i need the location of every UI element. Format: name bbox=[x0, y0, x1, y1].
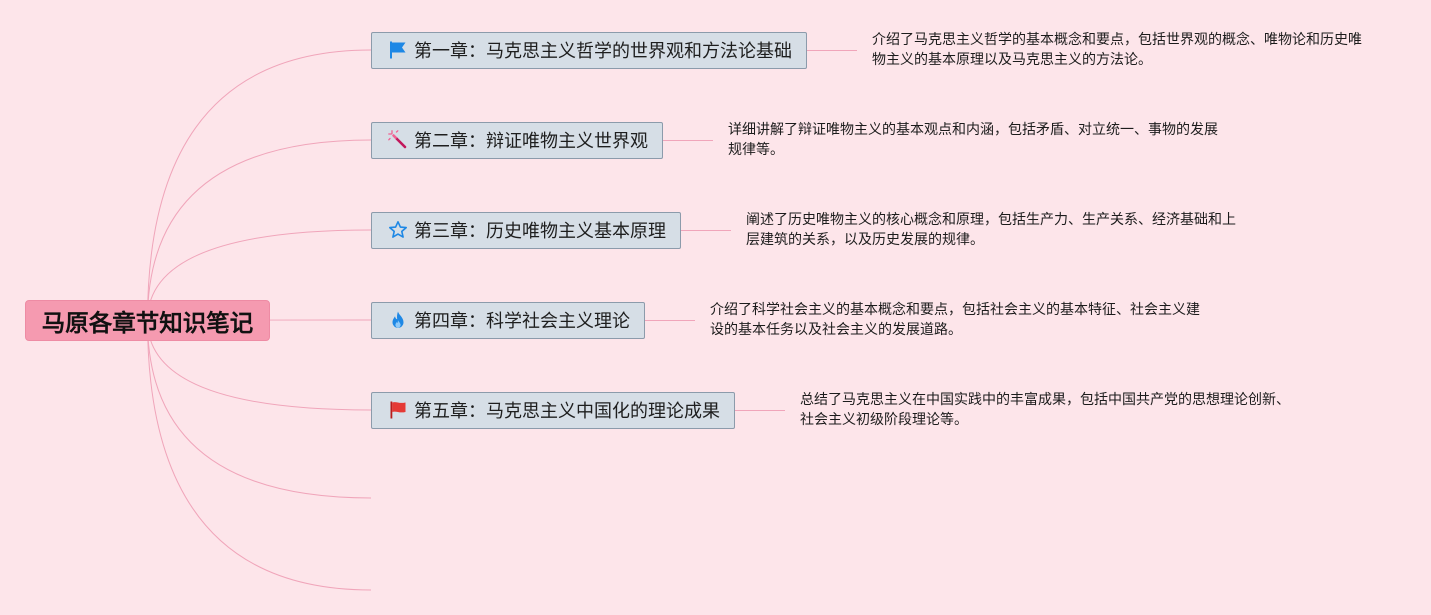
root-topic[interactable]: 马原各章节知识笔记 bbox=[25, 300, 270, 341]
note-line: 介绍了科学社会主义的基本概念和要点，包括社会主义的基本特征、社会主义建 bbox=[710, 302, 1200, 318]
connector-line bbox=[645, 319, 695, 321]
branch-line bbox=[147, 320, 372, 591]
chapter-branch-4: 第四章：科学社会主义理论 介绍了科学社会主义的基本概念和要点，包括社会主义的基本… bbox=[371, 300, 1200, 340]
branch-line bbox=[147, 139, 372, 321]
chapter-note-2[interactable]: 详细讲解了辩证唯物主义的基本观点和内涵，包括矛盾、对立统一、事物的发展 规律等。 bbox=[728, 120, 1218, 160]
chapter-branch-2: 第二章：辩证唯物主义世界观 详细讲解了辩证唯物主义的基本观点和内涵，包括矛盾、对… bbox=[371, 120, 1218, 160]
chapter-branch-3: 第三章：历史唯物主义基本原理 阐述了历史唯物主义的核心概念和原理，包括生产力、生… bbox=[371, 210, 1236, 250]
red-flag-icon bbox=[390, 401, 406, 419]
connector-line bbox=[807, 49, 857, 51]
chapter-title: 第三章：历史唯物主义基本原理 bbox=[414, 221, 666, 242]
note-line: 物主义的基本原理以及马克思主义的方法论。 bbox=[872, 52, 1152, 68]
blue-flag-icon bbox=[390, 41, 406, 59]
note-line: 阐述了历史唯物主义的核心概念和原理，包括生产力、生产关系、经济基础和上 bbox=[746, 212, 1236, 228]
magic-wand-icon bbox=[388, 130, 407, 149]
chapter-topic-1[interactable]: 第一章：马克思主义哲学的世界观和方法论基础 bbox=[371, 31, 807, 69]
chapter-title: 第五章：马克思主义中国化的理论成果 bbox=[414, 401, 720, 422]
note-line: 详细讲解了辩证唯物主义的基本观点和内涵，包括矛盾、对立统一、事物的发展 bbox=[728, 122, 1218, 138]
note-line: 介绍了马克思主义哲学的基本概念和要点，包括世界观的概念、唯物论和历史唯 bbox=[872, 32, 1362, 48]
branch-line bbox=[147, 49, 372, 321]
chapter-topic-4[interactable]: 第四章：科学社会主义理论 bbox=[371, 301, 645, 339]
note-line: 总结了马克思主义在中国实践中的丰富成果，包括中国共产党的思想理论创新、 bbox=[800, 392, 1290, 408]
chapter-title: 第四章：科学社会主义理论 bbox=[414, 311, 630, 332]
connector-line bbox=[735, 409, 785, 411]
note-line: 层建筑的关系，以及历史发展的规律。 bbox=[746, 232, 984, 248]
fire-icon bbox=[392, 311, 404, 328]
note-line: 规律等。 bbox=[728, 142, 784, 158]
connector-line bbox=[681, 229, 731, 231]
note-line: 设的基本任务以及社会主义的发展道路。 bbox=[710, 322, 962, 338]
chapter-note-1[interactable]: 介绍了马克思主义哲学的基本概念和要点，包括世界观的概念、唯物论和历史唯 物主义的… bbox=[872, 30, 1362, 70]
note-line: 社会主义初级阶段理论等。 bbox=[800, 412, 968, 428]
chapter-title: 第二章：辩证唯物主义世界观 bbox=[414, 131, 648, 152]
chapter-branch-1: 第一章：马克思主义哲学的世界观和方法论基础 介绍了马克思主义哲学的基本概念和要点… bbox=[371, 30, 1362, 70]
chapter-note-4[interactable]: 介绍了科学社会主义的基本概念和要点，包括社会主义的基本特征、社会主义建 设的基本… bbox=[710, 300, 1200, 340]
chapter-note-3[interactable]: 阐述了历史唯物主义的核心概念和原理，包括生产力、生产关系、经济基础和上 层建筑的… bbox=[746, 210, 1236, 250]
chapter-title: 第一章：马克思主义哲学的世界观和方法论基础 bbox=[414, 41, 792, 62]
chapter-branch-5: 第五章：马克思主义中国化的理论成果 总结了马克思主义在中国实践中的丰富成果，包括… bbox=[371, 390, 1290, 430]
branch-line bbox=[147, 320, 372, 499]
star-icon bbox=[388, 220, 408, 238]
connector-line bbox=[663, 139, 713, 141]
chapter-topic-5[interactable]: 第五章：马克思主义中国化的理论成果 bbox=[371, 391, 735, 429]
chapter-topic-2[interactable]: 第二章：辩证唯物主义世界观 bbox=[371, 121, 663, 159]
chapter-topic-3[interactable]: 第三章：历史唯物主义基本原理 bbox=[371, 211, 681, 249]
chapter-note-5[interactable]: 总结了马克思主义在中国实践中的丰富成果，包括中国共产党的思想理论创新、 社会主义… bbox=[800, 390, 1290, 430]
